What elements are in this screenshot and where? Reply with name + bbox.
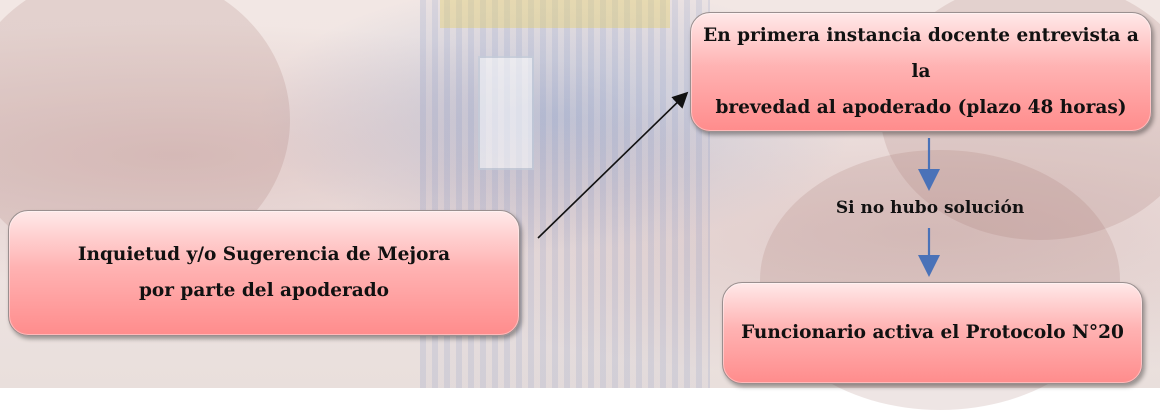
background-window <box>478 56 534 170</box>
node-teacher-interview-line2: brevedad al apoderado (plazo 48 horas) <box>715 97 1127 118</box>
node-concern-line2: por parte del apoderado <box>138 280 390 301</box>
node-teacher-interview-line1: En primera instancia docente entrevista … <box>703 25 1139 82</box>
connectors <box>537 91 940 277</box>
node-protocol-label: Funcionario activa el Protocolo N°20 <box>741 322 1124 343</box>
node-concern-line1: Inquietud y/o Sugerencia de Mejora <box>77 244 451 265</box>
condition-label: Si no hubo solución <box>835 198 1025 218</box>
node-protocol: Funcionario activa el Protocolo N°20 <box>722 282 1143 384</box>
node-teacher-interview: En primera instancia docente entrevista … <box>690 12 1152 132</box>
node-concern: Inquietud y/o Sugerencia de Mejora por p… <box>8 210 520 336</box>
arrow-left-to-top <box>537 91 689 239</box>
